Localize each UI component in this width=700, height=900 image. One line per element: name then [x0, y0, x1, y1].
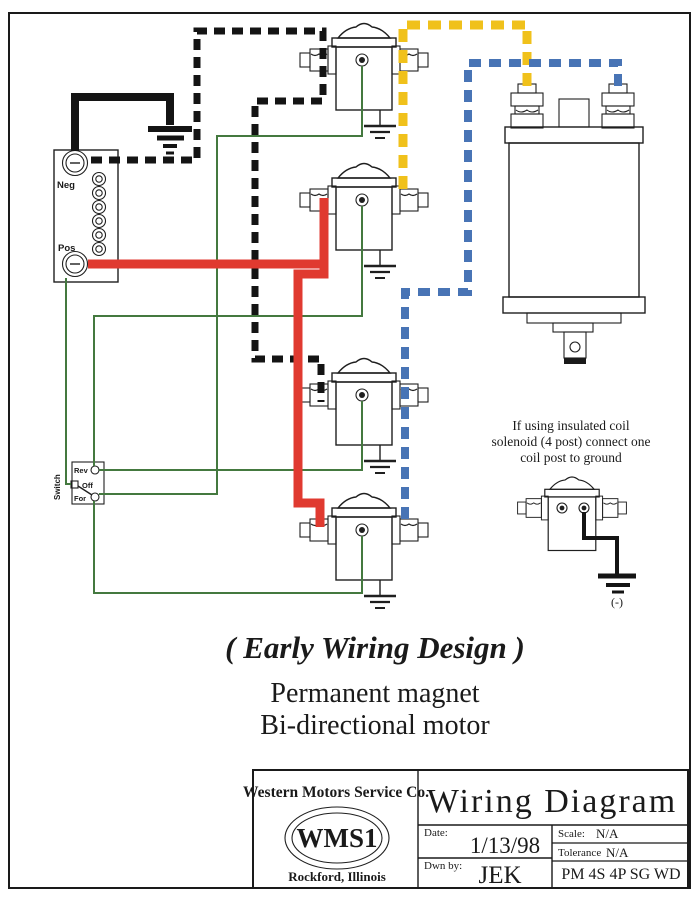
caption-line3: Bi-directional motor [260, 710, 490, 741]
wire-green-rev-to-solenoid2 [93, 206, 363, 466]
motor-right-post [601, 83, 635, 129]
wire-blue-motor-b [401, 59, 622, 525]
solenoid-1 [299, 22, 429, 140]
logo-ellipse-inner [291, 812, 383, 864]
wire-red-pos-to-solenoid4 [293, 264, 329, 527]
switch-off-label: Off [82, 481, 93, 490]
switch-for-terminal [90, 492, 100, 502]
logo-text: WMS1 [297, 823, 378, 853]
title-block: Western Motors Service Co. WMS1 Rockford… [243, 769, 689, 889]
tolerance-label: Tolerance [558, 847, 601, 859]
drawing-title: Wiring Diagram [427, 783, 677, 820]
direction-switch: Rev Off For Switch [53, 461, 105, 505]
wire-green-for-to-solenoid4 [93, 501, 363, 594]
switch-label: Switch [53, 474, 62, 500]
caption-design: ( Early Wiring Design ) [225, 630, 525, 665]
tolerance-value: N/A [606, 845, 629, 860]
company-name: Western Motors Service Co. [243, 784, 429, 801]
ground-symbol [362, 248, 398, 280]
wire-green-for-to-solenoid1 [99, 66, 363, 495]
drawn-by-label: Dwn by: [424, 860, 462, 872]
date-value: 1/13/98 [470, 833, 540, 858]
note-line-1: If using insulated coil [512, 418, 630, 433]
switch-lever [77, 485, 93, 496]
ground-symbol [362, 443, 398, 475]
scale-value: N/A [596, 826, 619, 841]
note-line-3: coil post to ground [520, 450, 622, 465]
motor [502, 83, 646, 364]
neg-label: Neg [57, 180, 75, 191]
green-control-wires [65, 66, 363, 594]
coil-ground-symbol [598, 573, 636, 594]
date-label: Date: [424, 827, 448, 839]
company-city: Rockford, Illinois [288, 869, 386, 884]
motor-shaft-tip [564, 358, 586, 364]
connector-pins [91, 171, 107, 257]
switch-for-label: For [74, 494, 86, 503]
switch-rev-terminal [90, 465, 100, 475]
battery-ground-symbol [148, 126, 192, 155]
logo-ellipse-outer [284, 806, 390, 870]
drawn-by-value: JEK [478, 862, 521, 889]
diagram-captions: ( Early Wiring Design ) Permanent magnet… [225, 630, 525, 741]
wire-coil-post-to-ground [582, 512, 619, 574]
ground-symbol [362, 578, 398, 610]
motor-left-post [510, 83, 544, 129]
wire-black-neg-to-ground [71, 93, 174, 151]
note-line-2: solenoid (4 post) connect one [492, 434, 651, 449]
wire-green-rev-to-solenoid3 [99, 401, 363, 471]
wire-yellow-motor-a [398, 20, 532, 196]
wire-black-dashed-ground-feed [91, 27, 327, 402]
coil-ground-label: (-) [611, 595, 623, 609]
caption-line2: Permanent magnet [270, 678, 479, 709]
wire-green-pos-to-common [65, 278, 71, 485]
scale-label: Scale: [558, 828, 585, 840]
battery-terminal-block: Neg Pos [53, 149, 119, 283]
wire-red-pos-to-solenoid2 [88, 198, 329, 269]
drawing-code: PM 4S 4P SG WD [561, 866, 680, 883]
switch-rev-label: Rev [74, 466, 89, 475]
pos-label: Pos [58, 243, 75, 254]
ground-symbol [362, 108, 398, 140]
insulated-coil-note: If using insulated coil solenoid (4 post… [492, 418, 651, 465]
